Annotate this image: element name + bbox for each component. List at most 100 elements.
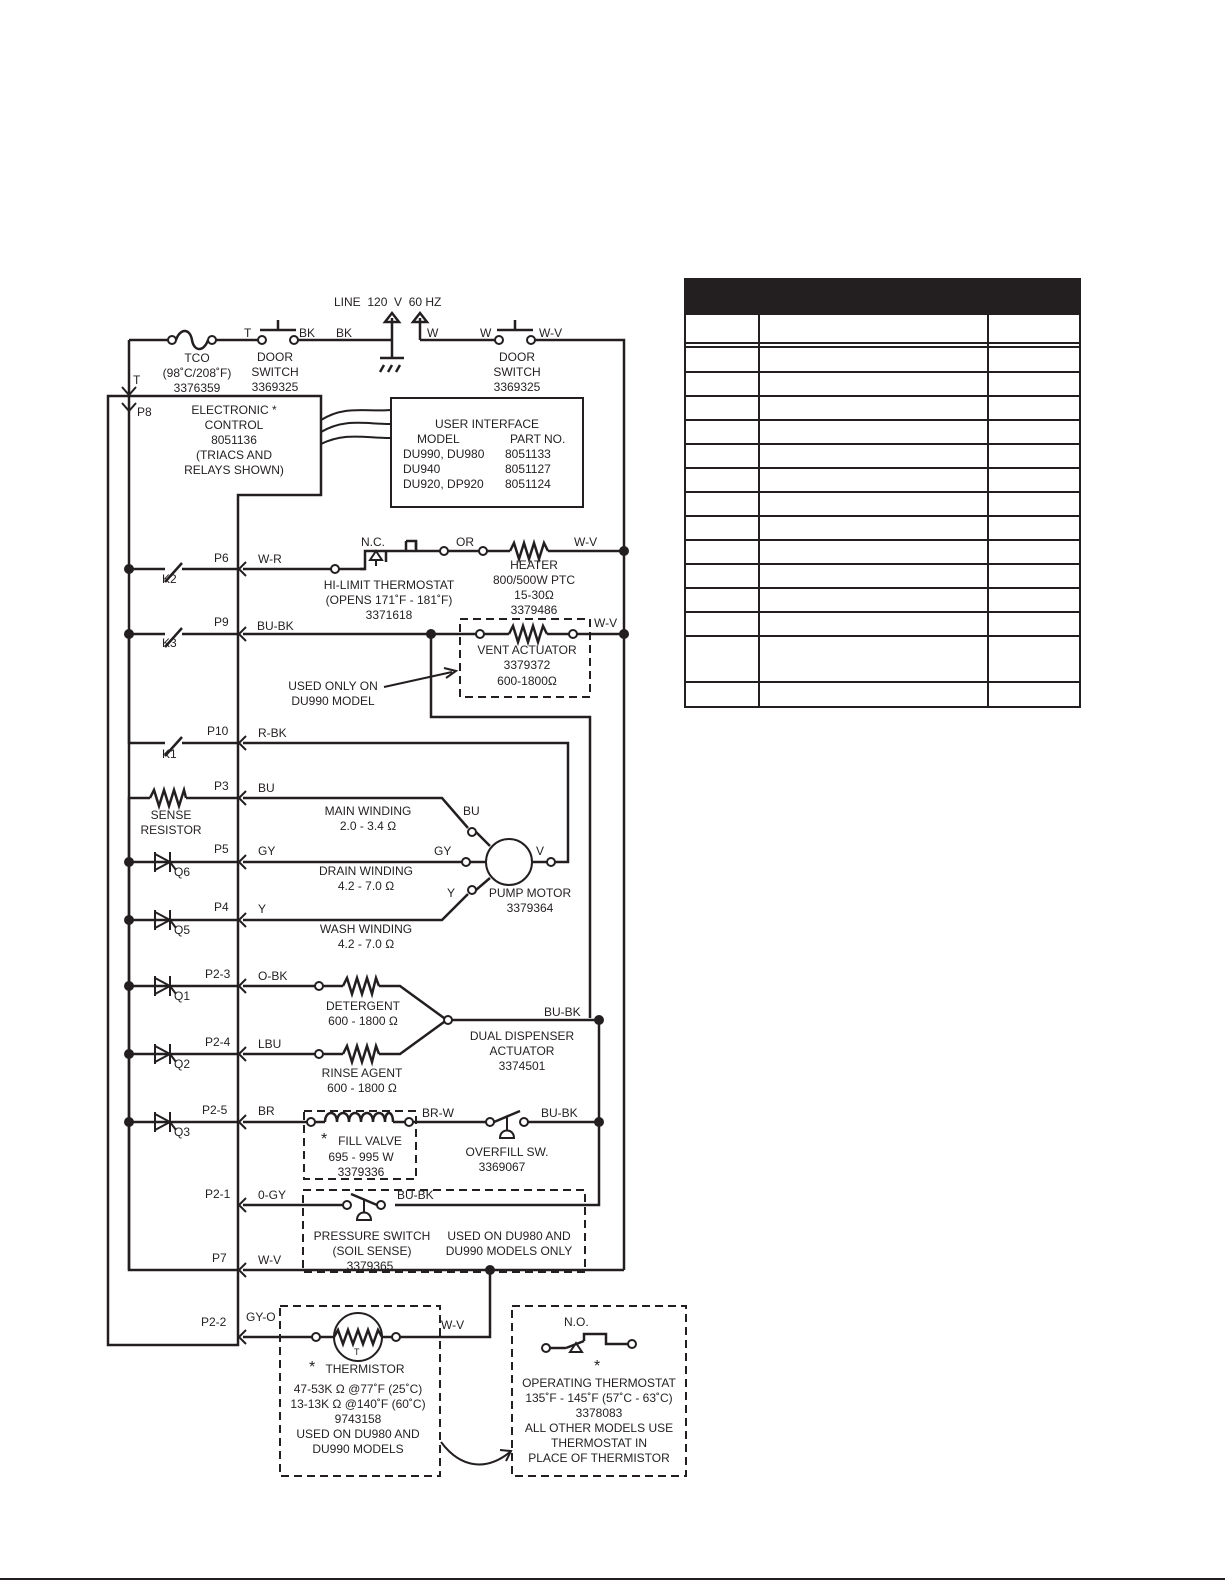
sense-resistor xyxy=(148,785,188,811)
thermistor-resistor xyxy=(332,1326,384,1348)
substitution-arrow xyxy=(440,1441,513,1466)
ui-part-2: 8051127 xyxy=(505,462,551,476)
wire-bubk-press: BU-BK xyxy=(397,1188,434,1202)
control-label1: ELECTRONIC * xyxy=(191,403,277,417)
dispenser-part: 3374501 xyxy=(499,1059,546,1073)
main-winding-ohms: 2.0 - 3.4 Ω xyxy=(340,819,396,833)
vent-note2: DU990 MODEL xyxy=(291,694,375,708)
ui-part-3: 8051124 xyxy=(505,477,551,491)
wire-brw: BR-W xyxy=(422,1106,455,1120)
user-interface-box xyxy=(390,397,584,508)
thermistor-part: 9743158 xyxy=(335,1412,382,1426)
ui-part-1: 8051133 xyxy=(505,447,551,461)
pump-label: PUMP MOTOR xyxy=(489,886,572,900)
wire-rbk: R-BK xyxy=(258,726,287,740)
tco-fuse xyxy=(174,329,210,351)
p10-label: P10 xyxy=(207,724,229,738)
q6-label: Q6 xyxy=(174,865,190,879)
wash-winding-label: WASH WINDING xyxy=(320,922,412,936)
door-right-part: 3369325 xyxy=(494,380,541,394)
q2-label: Q2 xyxy=(174,1057,190,1071)
vent-label1: VENT ACTUATOR xyxy=(477,643,577,657)
op-thermostat-dashed-box xyxy=(511,1305,687,1477)
sense-label2: RESISTOR xyxy=(140,823,201,837)
hilimit-label1: HI-LIMIT THERMOSTAT xyxy=(324,578,455,592)
wire-br: BR xyxy=(258,1104,275,1118)
door-right-label2: SWITCH xyxy=(493,365,540,379)
line-w-label: W xyxy=(427,326,439,340)
overfill-part: 3369067 xyxy=(479,1160,526,1174)
drain-winding-ohms: 4.2 - 7.0 Ω xyxy=(338,879,394,893)
wire-bubk-disp: BU-BK xyxy=(544,1005,581,1019)
tco-pin-label: T xyxy=(133,373,141,387)
line-terminals xyxy=(378,310,430,373)
labels: LINE 120 V 60 HZ T TCO (98˚C/208˚F) 3376… xyxy=(133,295,677,1465)
ui-model-2: DU940 xyxy=(403,462,441,476)
door-switch-right xyxy=(497,320,533,332)
heater-label3: 15-30Ω xyxy=(514,588,554,602)
wire-v: V xyxy=(536,844,544,858)
heater-part: 3379486 xyxy=(511,603,558,617)
hilimit-label2: (OPENS 171˚F - 181˚F) xyxy=(326,593,453,607)
rinse-ohms: 600 - 1800 Ω xyxy=(327,1081,397,1095)
q3-label: Q3 xyxy=(174,1125,190,1139)
line-voltage-label: LINE 120 V 60 HZ xyxy=(334,295,441,309)
p9-label: P9 xyxy=(214,615,229,629)
thermistor-t: T xyxy=(354,1347,360,1357)
heater-resistor xyxy=(508,538,550,564)
pump-motor-icon xyxy=(485,838,533,886)
p6-label: P6 xyxy=(214,551,229,565)
rinse-resistor xyxy=(341,1041,381,1067)
op-thermostat-line4: ALL OTHER MODELS USE xyxy=(525,1421,673,1435)
connector-pins xyxy=(121,386,247,1345)
fill-valve-coil xyxy=(323,1111,395,1123)
pressure-part: 3379365 xyxy=(347,1259,394,1273)
thermistor-line2: 13-13K Ω @140˚F (60˚C) xyxy=(290,1397,425,1411)
door-right-label1: DOOR xyxy=(499,350,535,364)
wire-bubk-over: BU-BK xyxy=(541,1106,578,1120)
wire-wv-therm: W-V xyxy=(441,1318,464,1332)
drain-winding-label: DRAIN WINDING xyxy=(319,864,413,878)
wire-lbu: LBU xyxy=(258,1037,281,1051)
thermistor-title: THERMISTOR xyxy=(325,1362,404,1376)
vent-note1: USED ONLY ON xyxy=(288,679,378,693)
thermistor-line5: DU990 MODELS xyxy=(312,1442,403,1456)
door-right-w: W xyxy=(480,326,492,340)
thermistor-line4: USED ON DU980 AND xyxy=(296,1427,420,1441)
terminals xyxy=(167,335,637,1353)
p7-label: P7 xyxy=(212,1251,227,1265)
thermistor-dashed-box xyxy=(279,1305,441,1477)
pump-part: 3379364 xyxy=(507,901,554,915)
fill-label: FILL VALVE xyxy=(338,1134,402,1148)
ui-model-3: DU920, DP920 xyxy=(403,477,484,491)
vent-resistor xyxy=(507,621,549,647)
wash-winding-ohms: 4.2 - 7.0 Ω xyxy=(338,937,394,951)
fill-watts: 695 - 995 W xyxy=(328,1150,394,1164)
op-thermostat-part: 3378083 xyxy=(576,1406,623,1420)
wiring xyxy=(106,338,628,1350)
op-thermostat-icon xyxy=(568,1341,584,1353)
wire-obk: O-BK xyxy=(258,969,287,983)
pressure-label1: PRESSURE SWITCH xyxy=(314,1229,431,1243)
parts-table-row-lines xyxy=(685,342,1080,683)
fill-part: 3379336 xyxy=(338,1165,385,1179)
thermistor-line1: 47-53K Ω @77˚F (25˚C) xyxy=(294,1382,423,1396)
wire-nc: N.C. xyxy=(361,535,385,549)
wire-wr: W-R xyxy=(258,552,282,566)
k2-label: K2 xyxy=(162,572,177,586)
door-left-label2: SWITCH xyxy=(251,365,298,379)
pressure-note1: USED ON DU980 AND xyxy=(447,1229,571,1243)
door-left-label1: DOOR xyxy=(257,350,293,364)
detergent-resistor xyxy=(341,973,381,999)
vent-note-arrow xyxy=(383,667,459,688)
parts-table-col-lines xyxy=(758,315,989,707)
control-label2: CONTROL xyxy=(205,418,264,432)
dispenser-label1: DUAL DISPENSER xyxy=(470,1029,575,1043)
p4-label: P4 xyxy=(214,900,229,914)
parts-table-header xyxy=(685,279,1080,315)
wire-y-motor: Y xyxy=(447,886,455,900)
door-right-wv: W-V xyxy=(539,326,562,340)
detergent-label: DETERGENT xyxy=(326,999,401,1013)
op-thermostat-star: * xyxy=(594,1358,600,1375)
